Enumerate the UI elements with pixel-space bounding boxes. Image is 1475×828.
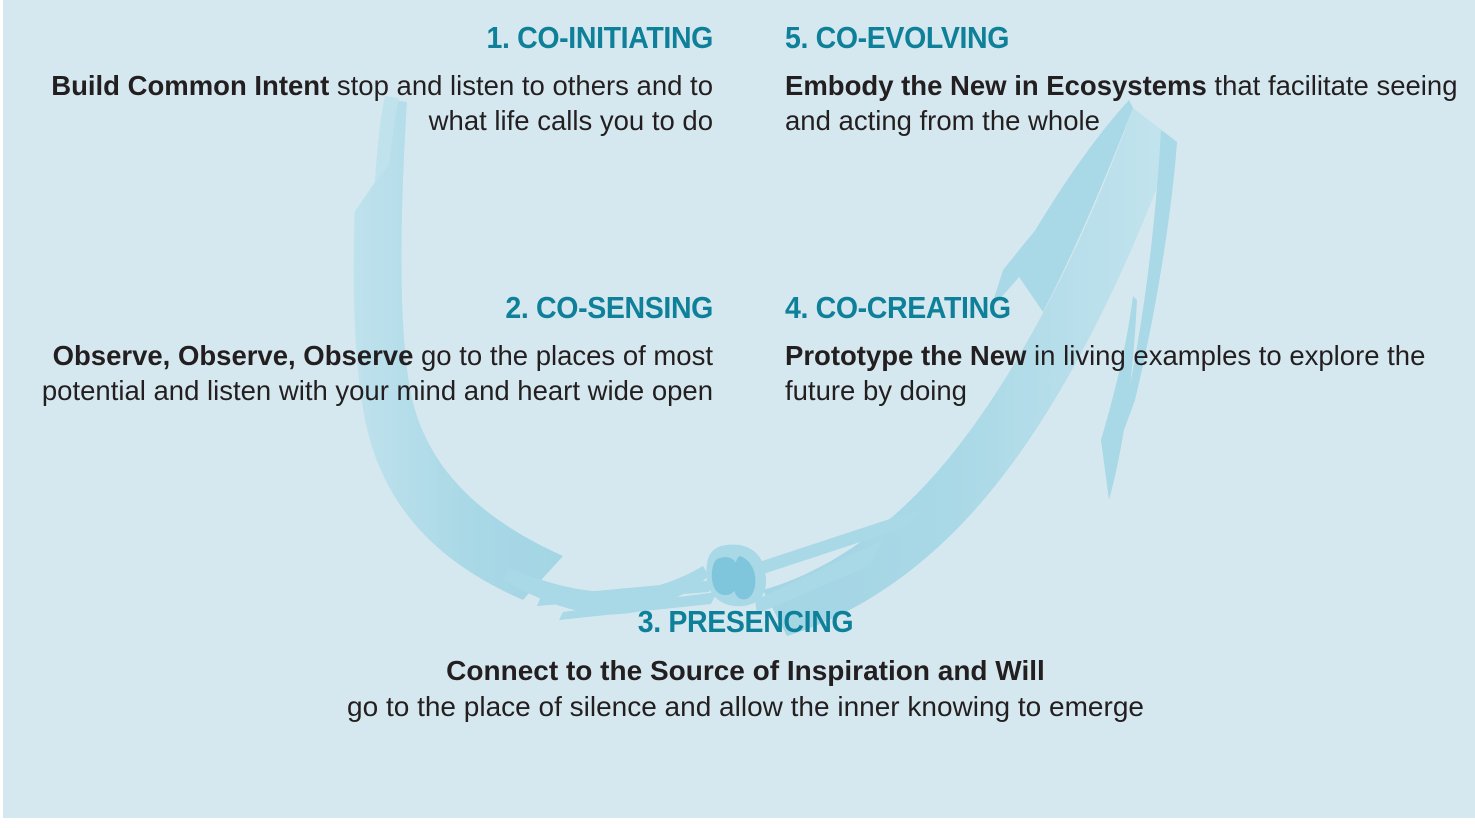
step-body-co-sensing: Observe, Observe, Observe go to the plac… (23, 338, 713, 408)
step-lead-co-initiating: Build Common Intent (51, 69, 330, 101)
diagram-stage: 1. CO-INITIATING Build Common Intent sto… (3, 0, 1475, 818)
step-lead-co-evolving: Embody the New in Ecosystems (785, 69, 1207, 101)
step-body-co-creating: Prototype the New in living examples to … (785, 338, 1463, 408)
step-block-co-sensing: 2. CO-SENSING Observe, Observe, Observe … (23, 290, 713, 408)
step-lead-co-creating: Prototype the New (785, 339, 1027, 371)
step-rest-presencing: go to the place of silence and allow the… (347, 690, 1144, 722)
step-body-co-initiating: Build Common Intent stop and listen to o… (23, 68, 713, 138)
step-heading-co-sensing: 2. CO-SENSING (505, 290, 713, 325)
step-body-presencing-lead: Connect to the Source of Inspiration and… (103, 653, 1388, 689)
step-heading-presencing: 3. PRESENCING (637, 604, 854, 639)
step-block-co-initiating: 1. CO-INITIATING Build Common Intent sto… (23, 20, 714, 138)
step-body-presencing-rest: go to the place of silence and allow the… (103, 689, 1388, 725)
step-heading-co-creating: 4. CO-CREATING (785, 290, 1011, 325)
step-lead-co-sensing: Observe, Observe, Observe (52, 339, 414, 371)
arrow-right-feathered-tail (745, 508, 923, 614)
step-lead-presencing: Connect to the Source of Inspiration and… (446, 654, 1045, 686)
step-heading-co-evolving: 5. CO-EVOLVING (785, 20, 1010, 55)
presencing-knot-icon (706, 544, 767, 607)
step-rest-co-initiating: stop and listen to others and to what li… (329, 69, 713, 136)
step-block-presencing: 3. PRESENCING Connect to the Source of I… (103, 604, 1388, 725)
step-heading-co-initiating: 1. CO-INITIATING (486, 20, 714, 55)
step-block-co-creating: 4. CO-CREATING Prototype the New in livi… (785, 290, 1463, 408)
step-body-co-evolving: Embody the New in Ecosystems that facili… (785, 68, 1463, 138)
step-block-co-evolving: 5. CO-EVOLVING Embody the New in Ecosyst… (785, 20, 1463, 138)
